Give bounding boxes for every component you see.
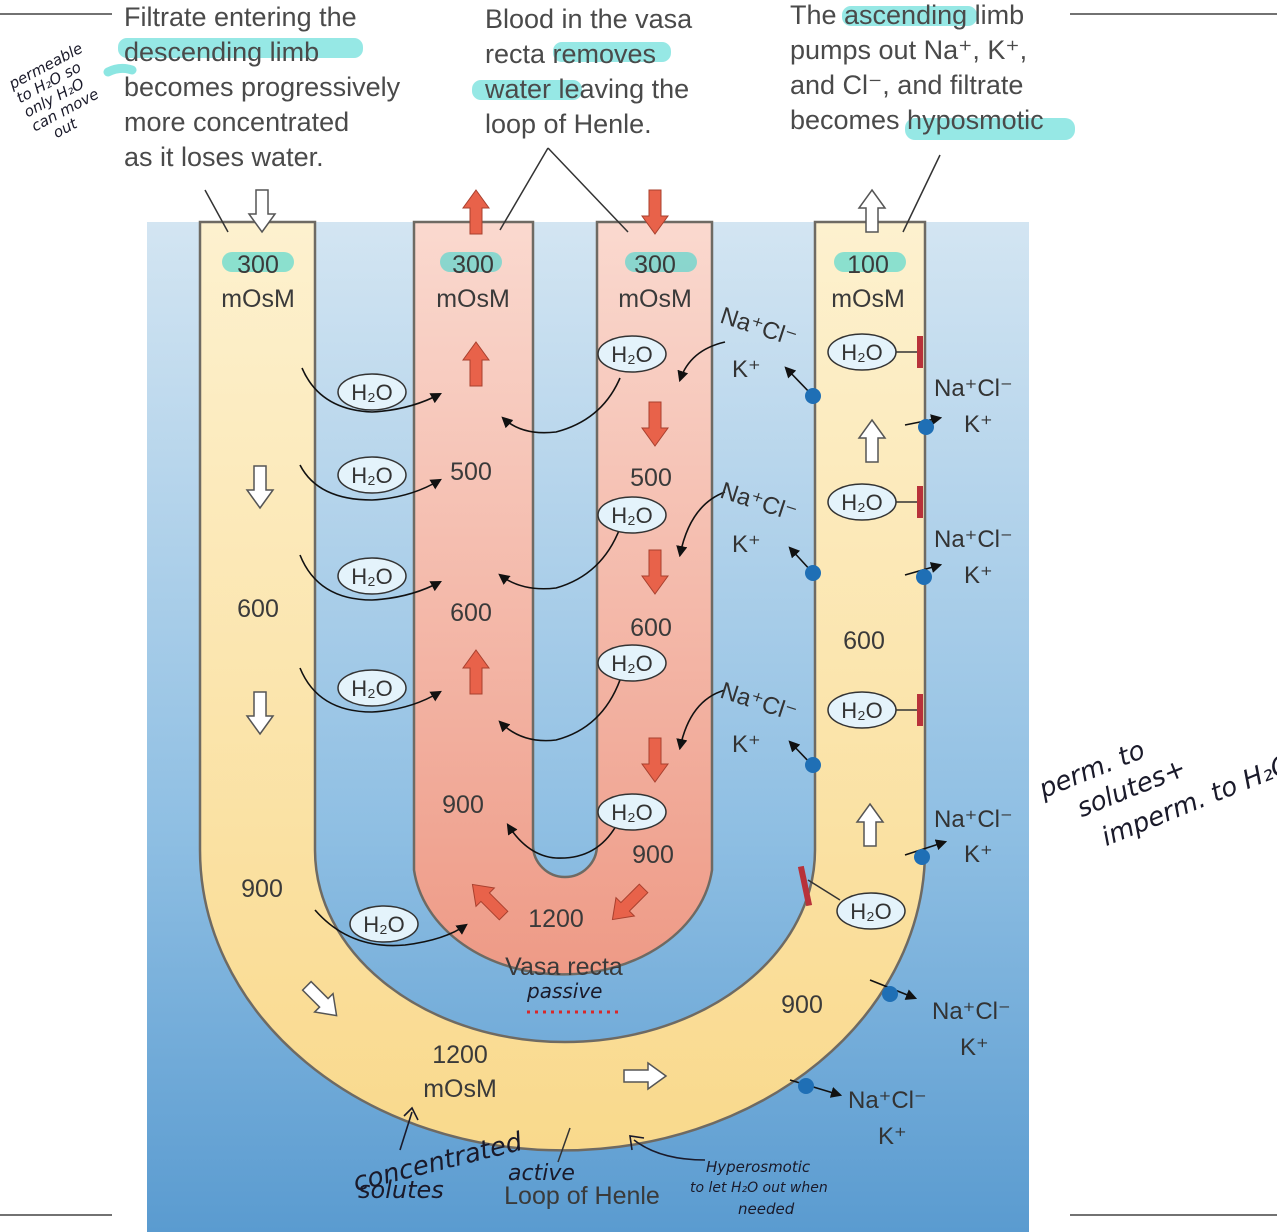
handwritten-note-hyperosmotic: Hyperosmotic to let H₂O out when needed xyxy=(629,1135,828,1218)
value-ascending-600: 600 xyxy=(843,627,885,655)
ion-pumps xyxy=(798,388,934,1094)
ion-label-vasa-2-k: K⁺ xyxy=(732,531,761,558)
ion-label-out-4-k: K⁺ xyxy=(960,1034,989,1061)
value-vasa-down-500: 500 xyxy=(630,464,672,492)
caption-ascending-line-2: pumps out Na⁺, K⁺, xyxy=(790,35,1027,65)
ion-label-out-2-k: K⁺ xyxy=(964,562,993,589)
water-label: H₂O xyxy=(351,676,393,701)
ion-label-out-5-k: K⁺ xyxy=(878,1123,907,1150)
value-vasa-bottom: 1200 xyxy=(528,905,584,933)
value-descending-600: 600 xyxy=(237,595,279,623)
label-vasa-recta: Vasa recta xyxy=(505,953,623,981)
unit-vasa-down-top: mOsM xyxy=(618,285,692,313)
svg-text:to let H₂O out when: to let H₂O out when xyxy=(690,1180,828,1196)
caption-vasa-recta: Blood in the vasa recta removes water le… xyxy=(472,4,693,139)
value-vasa-down-600: 600 xyxy=(630,614,672,642)
unit-vasa-up-top: mOsM xyxy=(436,285,510,313)
vasa-recta-vessel xyxy=(412,220,714,976)
svg-text:Hyperosmotic: Hyperosmotic xyxy=(706,1158,811,1176)
value-vasa-up-600: 600 xyxy=(450,599,492,627)
caption-vasa-line-1: Blood in the vasa xyxy=(485,4,693,34)
water-label: H₂O xyxy=(611,651,653,676)
ion-label-out-4: Na⁺Cl⁻ xyxy=(932,998,1011,1025)
water-label: H₂O xyxy=(351,380,393,405)
water-label: H₂O xyxy=(611,342,653,367)
svg-text:needed: needed xyxy=(738,1200,795,1218)
caption-descending-line-5: as it loses water. xyxy=(124,142,324,172)
water-label: H₂O xyxy=(351,564,393,589)
unit-ascending-top: mOsM xyxy=(831,285,905,313)
water-label: H₂O xyxy=(850,899,892,924)
caption-descending-line-3: becomes progressively xyxy=(124,72,401,102)
caption-ascending-limb: The ascending limb pumps out Na⁺, K⁺, an… xyxy=(790,0,1075,140)
caption-descending-line-2: descending limb xyxy=(124,37,319,67)
ion-label-out-3-k: K⁺ xyxy=(964,841,993,868)
caption-ascending-line-4: becomes hyposmotic xyxy=(790,105,1044,135)
caption-vasa-line-4: loop of Henle. xyxy=(485,109,652,139)
label-loop-of-henle: Loop of Henle xyxy=(504,1182,660,1210)
handwritten-note-perm-solutes: perm. to solutes+ imperm. to H₂O xyxy=(1034,735,1277,853)
water-label: H₂O xyxy=(611,503,653,528)
caption-vasa-line-3: water leaving the xyxy=(484,74,689,104)
caption-vasa-line-2: recta removes xyxy=(485,39,656,69)
ion-label-out-5: Na⁺Cl⁻ xyxy=(848,1087,927,1114)
ion-label-out-1-k: K⁺ xyxy=(964,411,993,438)
svg-text:solutes: solutes xyxy=(358,1176,444,1204)
value-vasa-up-500: 500 xyxy=(450,458,492,486)
handwritten-note-permeable: permeable to H₂O so only H₂O can move ou… xyxy=(5,39,102,142)
value-ascending-top: 100 xyxy=(847,251,889,279)
unit-loop-bottom: mOsM xyxy=(423,1075,497,1103)
handwritten-note-active: active xyxy=(508,1161,575,1186)
value-loop-bottom: 1200 xyxy=(432,1041,488,1069)
caption-ascending-line-3: and Cl⁻, and filtrate xyxy=(790,70,1023,100)
water-molecules xyxy=(337,333,906,943)
value-vasa-down-top: 300 xyxy=(634,251,676,279)
caption-descending-line-4: more concentrated xyxy=(124,107,349,137)
water-label: H₂O xyxy=(363,912,405,937)
value-ascending-900: 900 xyxy=(781,991,823,1019)
value-vasa-up-900: 900 xyxy=(442,791,484,819)
unit-descending-top: mOsM xyxy=(221,285,295,313)
ion-label-vasa-1-k: K⁺ xyxy=(732,356,761,383)
ion-label-vasa-3-k: K⁺ xyxy=(732,731,761,758)
handwritten-note-passive: passive xyxy=(526,979,603,1003)
value-descending-top: 300 xyxy=(237,251,279,279)
ion-label-out-2: Na⁺Cl⁻ xyxy=(934,526,1013,553)
caption-descending-limb: Filtrate entering the descending limb be… xyxy=(103,2,401,172)
water-label: H₂O xyxy=(841,698,883,723)
caption-ascending-line-1: The ascending limb xyxy=(790,0,1024,30)
ion-label-out-3: Na⁺Cl⁻ xyxy=(934,806,1013,833)
loop-of-henle-tube xyxy=(198,220,927,1152)
value-descending-900: 900 xyxy=(241,875,283,903)
water-label: H₂O xyxy=(841,340,883,365)
blocked-water-channels xyxy=(797,336,923,907)
water-label: H₂O xyxy=(611,800,653,825)
value-vasa-down-900: 900 xyxy=(632,841,674,869)
caption-descending-line-1: Filtrate entering the xyxy=(124,2,357,32)
ion-label-out-1: Na⁺Cl⁻ xyxy=(934,375,1013,402)
water-label: H₂O xyxy=(351,463,393,488)
value-vasa-up-top: 300 xyxy=(452,251,494,279)
water-label: H₂O xyxy=(841,490,883,515)
